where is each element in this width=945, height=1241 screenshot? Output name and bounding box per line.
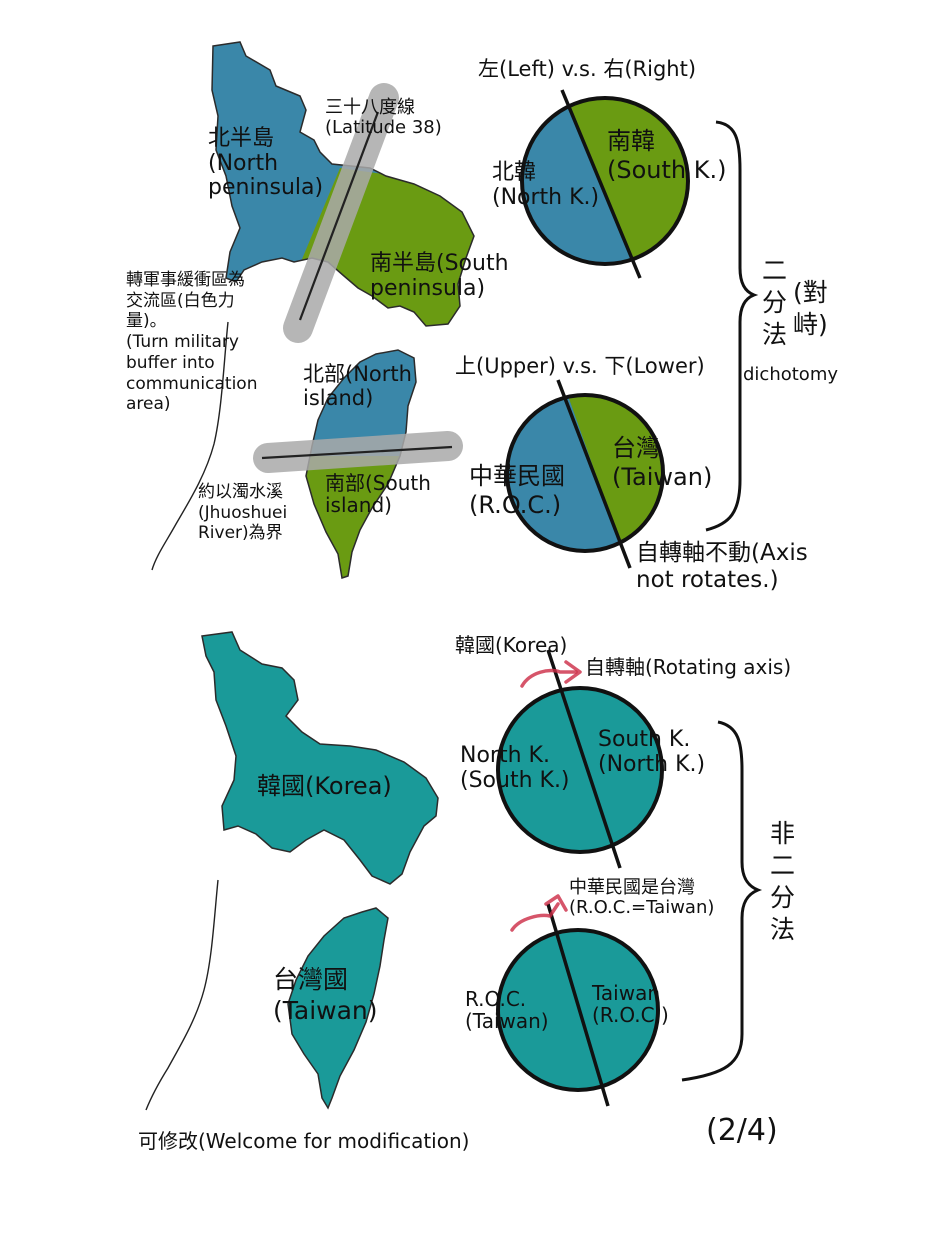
rotating-axis-label: 自轉軸(Rotating axis) [585,655,792,679]
latitude-38-label: 三十八度線 (Latitude 38) [325,97,442,139]
dichotomy-subtitle: (對 峙) [793,278,828,339]
south-peninsula-label: 南半島(South peninsula) [370,251,509,301]
korea-top-outline [211,41,475,327]
coast-line-top [151,321,229,571]
south-island-label: 南部(South island) [325,471,431,518]
dichotomy-english-label: dichotomy [743,364,839,385]
upper-lower-heading: 上(Upper) v.s. 下(Lower) [455,354,705,378]
latitude-38-line [298,111,380,321]
taiwan-dichotomy-circle [505,379,665,569]
korea-axis-fixed [560,89,642,279]
taiwan-rotating-axis [546,903,610,1107]
non-dichotomy-title: 非 二 分 法 [770,819,796,944]
modification-note: 可修改(Welcome for modification) [138,1129,470,1153]
taiwan-left-label: R.O.C. (Taiwan) [465,987,549,1034]
taiwan-circle-outline [505,393,665,553]
korea-dichotomy-circle [520,89,690,279]
roc-label: 中華民國 (R.O.C.) [469,462,565,519]
north-korea-label: 北韓 (North K.) [492,160,600,210]
left-right-heading: 左(Left) v.s. 右(Right) [478,57,697,81]
taiwan-bottom-map [287,907,389,1110]
non-dichotomy-brace [681,720,763,1082]
axis-not-rotates-note: 自轉軸不動(Axis not rotates.) [636,540,808,594]
jhuoshuei-river-label: 約以濁水溪 (Jhuoshuei River)為界 [198,482,288,544]
coast-line-bottom [145,879,219,1111]
korea-rotating-circle [496,649,664,869]
taiwan-rotation-arrowhead [544,894,568,912]
north-island-label: 北部(North island) [303,362,412,410]
taiwan-top-outline [305,349,417,579]
taiwan-rotation-arrow [510,902,560,932]
korea-unified-circle [496,686,664,854]
dichotomy-title: 二 分 法 [762,256,788,349]
taiwan-circle-heading: 中華民國是台灣 (R.O.C.=Taiwan) [569,877,715,919]
korea-rotation-arrowhead [564,660,582,684]
korea-rotation-arrow [520,668,578,688]
page-counter: (2/4) [706,1113,778,1148]
korea-rotating-axis [546,649,622,869]
south-korea-label: 南韓 (South K.) [607,127,727,184]
taiwan-map-label: 台灣國 (Taiwan) [273,965,378,1026]
korea-map-label: 韓國(Korea) [257,772,392,800]
taiwan-right-label: Taiwan (R.O.C.) [592,981,669,1028]
north-peninsula-label: 北半島 (North peninsula) [208,126,324,201]
roc-half [507,395,626,551]
jhuoshuei-line [261,445,453,460]
taiwan-rotating-circle [496,894,660,1107]
taiwan-label: 台灣 (Taiwan) [612,434,713,491]
dichotomy-brace [705,120,759,532]
korea-bottom-map [201,631,439,885]
korea-circle-heading: 韓國(Korea) [455,633,568,657]
korea-right-label: South K. (North K.) [598,727,706,777]
korea-left-label: North K. (South K.) [460,743,570,793]
buffer-zone-note: 轉軍事緩衝區為 交流區(白色力 量)。 (Turn military buffe… [126,270,258,415]
north-korea-half [522,98,640,264]
taiwan-axis-fixed [556,379,632,569]
korea-circle-outline [520,96,690,266]
